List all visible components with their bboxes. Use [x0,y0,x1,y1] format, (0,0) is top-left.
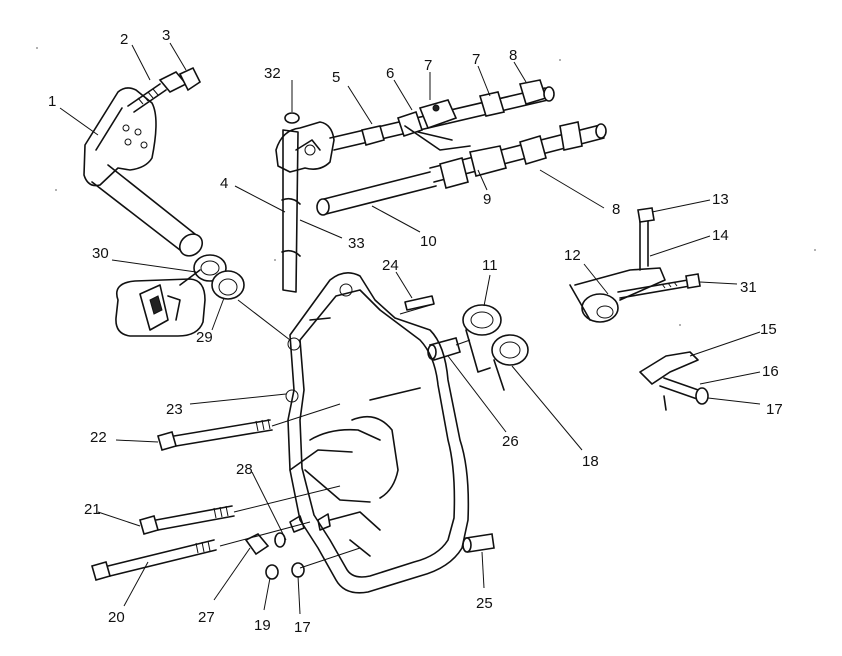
callout-26: 26 [502,433,519,450]
callout-8b: 8 [612,201,620,218]
callout-27: 27 [198,609,215,626]
shift-fork-parts-4-32-33 [275,112,335,293]
adjust-screw-parts-2-3 [127,66,202,113]
callout-7a: 7 [424,57,432,74]
washers-parts-17-19-27-28 [244,513,331,580]
upper-shift-rod-parts-5-6-7-8 [329,79,555,151]
bushing-parts-29-30 [193,254,245,300]
callout-23: 23 [166,401,183,418]
callout-16: 16 [762,363,779,380]
callout-28: 28 [236,461,253,478]
callout-leaders [59,42,761,615]
detail-inset [115,269,206,337]
arm-assembly-parts-12-13-14-31 [569,207,701,323]
callout-22: 22 [90,429,107,446]
callout-29: 29 [196,329,213,346]
callout-12: 12 [564,247,581,264]
callout-labels: 1 2 3 4 5 6 7 7 8 8 9 10 11 12 13 14 15 … [48,27,783,636]
callout-30: 30 [92,245,109,262]
callout-9: 9 [483,191,491,208]
callout-21: 21 [84,501,101,518]
callout-17b: 17 [294,619,311,636]
callout-7b: 7 [472,51,480,68]
pins-parts-24-25-26 [404,295,495,553]
rollers-parts-11-18 [462,304,529,391]
callout-33: 33 [348,235,365,252]
callout-10: 10 [420,233,437,250]
callout-20: 20 [108,609,125,626]
callout-5: 5 [332,69,340,86]
callout-8a: 8 [509,47,517,64]
scan-specks [36,47,816,326]
callout-3: 3 [162,27,170,44]
guide-rod-part-10 [316,171,437,216]
callout-17a: 17 [766,401,783,418]
lower-shift-rod-parts-8-9 [429,121,607,189]
callout-2: 2 [120,31,128,48]
lever-shaft-parts-15-16-17 [639,351,709,411]
callout-6: 6 [386,65,394,82]
callout-4: 4 [220,175,228,192]
bolts-parts-20-21-22 [91,418,273,581]
callout-1: 1 [48,93,56,110]
callout-14: 14 [712,227,729,244]
lever-arm-part-1 [83,87,204,257]
callout-15: 15 [760,321,777,338]
callout-25: 25 [476,595,493,612]
callout-24: 24 [382,257,399,274]
callout-11: 11 [482,257,498,274]
gearbox-housing-part-23 [285,272,470,594]
callout-31: 31 [740,279,757,296]
callout-13: 13 [712,191,729,208]
callout-32: 32 [264,65,281,82]
callout-19: 19 [254,617,271,634]
assembly-lines [219,299,471,569]
callout-18: 18 [582,453,599,470]
